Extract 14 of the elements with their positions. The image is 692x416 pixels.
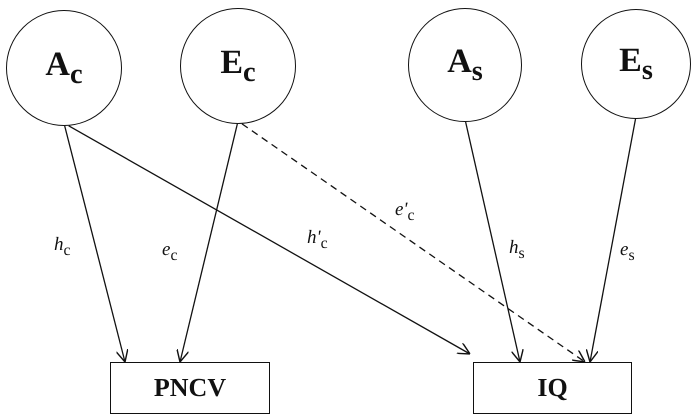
arrow bbox=[64, 126, 129, 363]
arrow bbox=[242, 123, 586, 363]
arrow bbox=[176, 124, 238, 363]
variable-label: IQ bbox=[537, 373, 568, 403]
observed-variable-box bbox=[110, 362, 270, 414]
variable-label: A$_{s}$ bbox=[447, 42, 483, 88]
arrow bbox=[465, 122, 524, 363]
observed-variable-box bbox=[473, 362, 632, 414]
variable-label: E$_{c}$ bbox=[220, 44, 256, 88]
variable-label: E$_{s}$ bbox=[619, 42, 653, 86]
variable-label: PNCV bbox=[154, 373, 226, 403]
arrow bbox=[586, 118, 636, 363]
variable-label: A$_{c}$ bbox=[45, 46, 83, 90]
arrow bbox=[68, 125, 471, 355]
